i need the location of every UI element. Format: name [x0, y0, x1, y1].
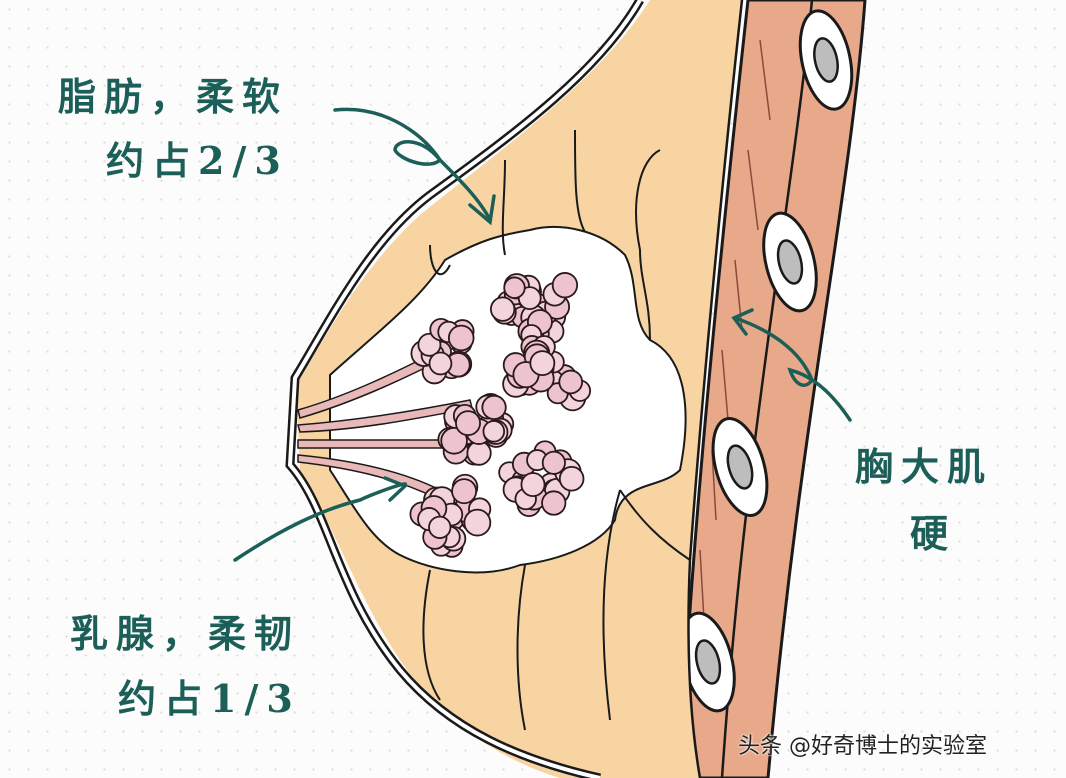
gland-alveolus [503, 276, 526, 299]
muscle-label: 胸大肌 [855, 444, 994, 489]
fat-lobule-lines [422, 129, 691, 731]
gland-arrow [233, 482, 407, 562]
ribs [680, 9, 854, 713]
rib [711, 416, 769, 518]
gland-lobule [502, 335, 592, 412]
fat-arrow [333, 107, 492, 222]
gland-ratio-label: 约占1/3 [118, 676, 301, 721]
gland-alveolus [551, 272, 579, 299]
gland-alveolus [428, 515, 452, 539]
inner-fat-boundary [687, 0, 744, 778]
gland-alveolus [455, 410, 481, 437]
rib [762, 211, 818, 313]
fat-ratio-label: 约占2/3 [106, 138, 289, 183]
gland-alveolus [428, 351, 453, 376]
gland-alveolus [541, 450, 566, 475]
muscle-fascia-line [720, 0, 814, 778]
gland-alveolus [440, 427, 468, 455]
gland-label: 乳腺，柔韧 [70, 611, 301, 656]
muscle-arrow [733, 316, 852, 422]
pectoral-muscle [678, 0, 867, 778]
gland-lobule [409, 473, 492, 558]
rib [798, 9, 854, 111]
muscle-hard-label: 硬 [910, 511, 957, 556]
gland-alveolus [451, 478, 478, 505]
fat-label: 脂肪，柔软 [58, 74, 289, 119]
gland-alveolus [558, 465, 585, 492]
gland-lobule [410, 318, 475, 385]
mammary-gland-lobules [409, 272, 592, 558]
muscle-fiber-lines [699, 39, 771, 621]
gland-lobule [498, 440, 585, 518]
gland-alveolus [481, 394, 507, 421]
gland-alveolus [558, 369, 584, 395]
gland-alveolus [520, 472, 546, 498]
watermark: 头条 @好奇博士的实验室 [738, 734, 987, 759]
gland-lobule [437, 393, 515, 466]
gland-alveolus [447, 324, 475, 352]
gland-alveolus [482, 420, 506, 443]
gland-alveolus [489, 296, 516, 322]
pointer-arrows [233, 107, 852, 562]
gland-alveolus [463, 508, 492, 537]
gland-alveolus [541, 490, 567, 516]
gland-alveolus [529, 350, 556, 377]
